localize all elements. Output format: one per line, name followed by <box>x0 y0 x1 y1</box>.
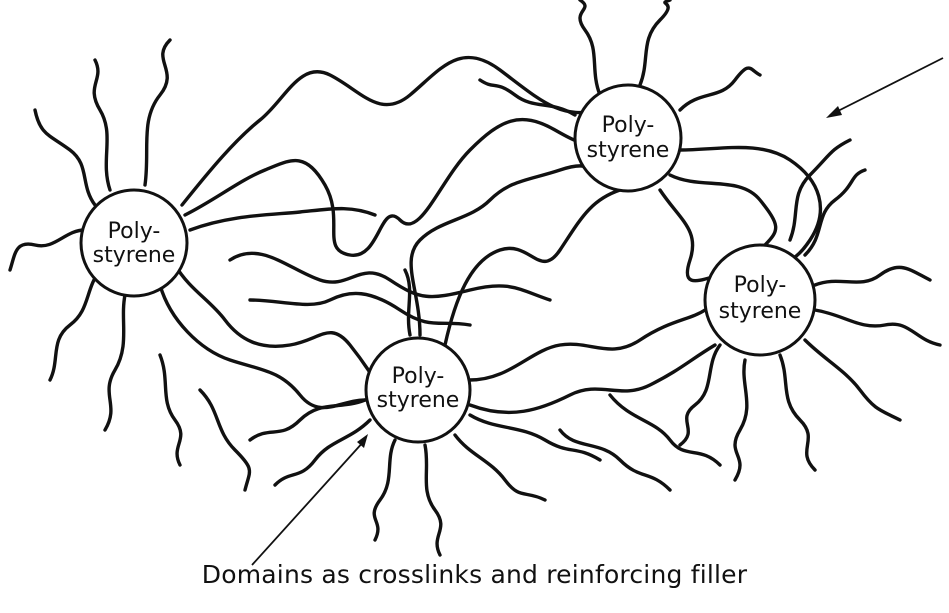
chain-end <box>815 310 940 345</box>
chain-end <box>160 355 181 465</box>
domain-label-line2: styrene <box>587 138 670 163</box>
domain-label-line2: styrene <box>719 299 802 324</box>
chain-end <box>405 270 410 335</box>
chain-end <box>50 270 100 380</box>
chain-end <box>105 295 125 430</box>
domain-label-line1: Poly- <box>734 273 787 298</box>
rubber-chain <box>660 190 720 281</box>
domain-left: Poly- styrene <box>81 190 187 296</box>
chain-end <box>470 415 600 460</box>
chain-pointer-line <box>830 58 943 115</box>
domain-top-right: Poly- styrene <box>575 85 681 191</box>
chain-end <box>805 340 900 420</box>
chain-end <box>94 60 110 190</box>
rubber-chain <box>250 293 470 325</box>
rubber-chain <box>175 265 380 385</box>
chain-end <box>250 400 365 440</box>
chain-end <box>200 390 249 490</box>
caption-pointer-line <box>252 440 365 565</box>
rubber-chain <box>470 345 715 412</box>
chain-end <box>145 40 170 185</box>
domain-label-line1: Poly- <box>392 364 445 389</box>
rubber-chain <box>670 175 776 245</box>
chain-end <box>580 0 600 95</box>
chain-end <box>560 430 670 490</box>
chain-end <box>780 355 815 470</box>
rubber-chain <box>230 253 550 300</box>
chain-end <box>10 230 85 270</box>
chain-end <box>455 435 545 500</box>
chain-end <box>610 395 720 465</box>
chain-end <box>680 68 760 110</box>
chain-end <box>640 0 670 85</box>
chain-end <box>815 267 930 285</box>
rubber-chain <box>680 148 820 261</box>
caption-pointer <box>252 434 368 565</box>
chain-pointer <box>826 58 943 118</box>
rubber-chain <box>185 120 600 256</box>
diagram-caption: Domains as crosslinks and reinforcing fi… <box>0 560 949 589</box>
chain-end <box>425 445 441 555</box>
domain-label-line2: styrene <box>93 243 176 268</box>
chain-end <box>374 440 395 540</box>
chain-end <box>680 345 720 445</box>
domain-right: Poly- styrene <box>705 245 815 355</box>
rubber-chain <box>182 57 600 205</box>
rubber-chain <box>190 209 375 230</box>
chain-pointer-arrowhead <box>826 106 842 118</box>
chain-end <box>480 80 575 115</box>
chain-end <box>35 110 95 205</box>
rubber-chain <box>470 310 705 380</box>
domain-label-line2: styrene <box>377 388 460 413</box>
domain-label-line1: Poly- <box>602 113 655 138</box>
domain-label-line1: Poly- <box>108 219 161 244</box>
chain-end <box>735 360 747 480</box>
domain-bottom-center: Poly- styrene <box>366 338 470 442</box>
